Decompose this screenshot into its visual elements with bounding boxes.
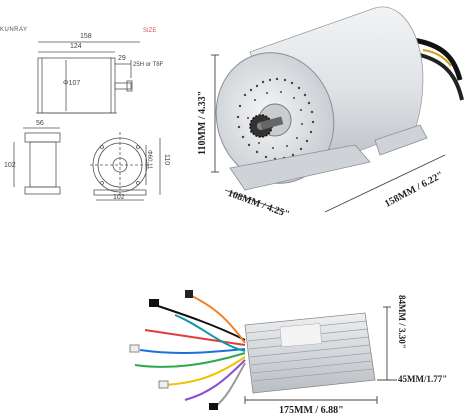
controller-image xyxy=(129,290,397,410)
motor-photo: 110MM / 4.33" 108MM / 4.25" 158MM / 6.22… xyxy=(175,0,474,240)
controller-thickness-label: 45MM/1.77" xyxy=(398,374,448,384)
dim-body-diameter: Φ107 xyxy=(63,80,81,87)
dim-mount-height: 110 xyxy=(163,154,170,166)
brand-label: KUNRAY xyxy=(0,27,28,33)
motor-image xyxy=(211,6,464,213)
motor-height-label: 110MM / 4.33" xyxy=(197,90,208,155)
drawing-svg xyxy=(13,41,161,201)
dim-bolt-spacing: Φ60.11 xyxy=(146,150,152,170)
dim-shaft-length: 29 xyxy=(118,55,126,62)
technical-drawing: KUNRAY SIZE xyxy=(0,0,175,205)
controller-length-label: 175MM / 6.88" xyxy=(279,405,344,416)
dim-body-length: 124 xyxy=(70,43,82,50)
dim-side-height: 102 xyxy=(4,162,16,169)
size-label: SIZE xyxy=(143,28,157,34)
dim-overall-length: 158 xyxy=(80,33,92,40)
dim-base-length: 102 xyxy=(113,194,125,201)
controller-height-label: 84MM / 3.30" xyxy=(397,295,407,349)
dim-base-width: 56 xyxy=(36,120,44,127)
dim-shaft-spec: 25H or T8F xyxy=(133,62,164,68)
controller-photo: 84MM / 3.30" 45MM/1.77" 175MM / 6.88" xyxy=(115,285,474,420)
